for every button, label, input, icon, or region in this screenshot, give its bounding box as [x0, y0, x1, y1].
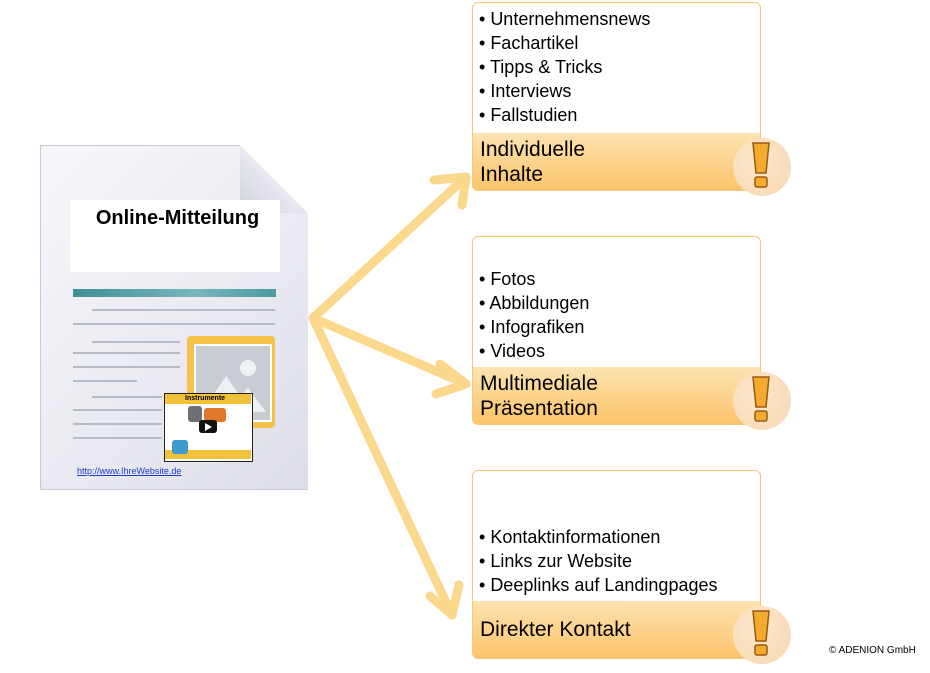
box-multimediale-praesentation: Fotos Abbildungen Infografiken Videos Mu…: [472, 236, 761, 425]
box-title: Individuelle Inhalte: [480, 137, 585, 187]
list-item: Infografiken: [479, 315, 589, 339]
list-item: Abbildungen: [479, 291, 589, 315]
doc-text-line: [92, 309, 275, 311]
arrow-head-inhalte: [429, 172, 471, 210]
exclamation-icon: [752, 610, 770, 656]
copyright-text: © ADENION GmbH: [829, 645, 916, 656]
puzzle-piece-icon: [172, 440, 188, 454]
arrow-to-kontakt: [308, 313, 457, 620]
doc-text-line: [92, 341, 180, 343]
document-title: Online-Mitteilung: [95, 207, 260, 229]
video-thumbnail-title: Instrumente: [165, 394, 251, 404]
doc-text-line: [73, 437, 162, 439]
box-title-line: Präsentation: [480, 397, 598, 420]
box-direkter-kontakt: Kontaktinformationen Links zur Website D…: [472, 470, 761, 659]
puzzle-piece-icon: [204, 408, 226, 422]
list-item: Deeplinks auf Landingpages: [479, 573, 717, 597]
doc-text-line: [73, 323, 275, 325]
bullet-list: Kontaktinformationen Links zur Website D…: [479, 525, 717, 597]
play-icon: [199, 420, 217, 433]
list-item: Fallstudien: [479, 103, 650, 127]
list-item: Kontaktinformationen: [479, 525, 717, 549]
box-title: Multimediale Präsentation: [480, 371, 598, 421]
arrow-to-praesentation: [308, 313, 471, 389]
doc-text-line: [73, 423, 162, 425]
list-item: Interviews: [479, 79, 650, 103]
arrow-head-kontakt: [425, 580, 464, 620]
doc-header-bar: [73, 289, 276, 297]
bullet-list: Fotos Abbildungen Infografiken Videos: [479, 267, 589, 363]
box-title: Direkter Kontakt: [480, 617, 631, 642]
video-thumbnail-footer: [165, 450, 251, 459]
list-item: Videos: [479, 339, 589, 363]
doc-text-line: [73, 366, 180, 368]
box-title-band: Multimediale Präsentation: [473, 367, 760, 424]
box-title-line: Inhalte: [480, 163, 544, 186]
puzzle-piece-icon: [188, 406, 202, 422]
list-item: Unternehmensnews: [479, 7, 650, 31]
arrow-to-inhalte: [308, 172, 471, 323]
list-item: Tipps & Tricks: [479, 55, 650, 79]
box-title-line: Multimediale: [480, 372, 598, 395]
doc-text-line: [73, 380, 137, 382]
box-title-line: Individuelle: [480, 138, 586, 161]
bullet-list: Unternehmensnews Fachartikel Tipps & Tri…: [479, 7, 650, 127]
list-item: Fotos: [479, 267, 589, 291]
box-title-band: Individuelle Inhalte: [473, 133, 760, 190]
doc-title-area: [70, 200, 280, 272]
list-item: Fachartikel: [479, 31, 650, 55]
box-title-band: Direkter Kontakt: [473, 601, 760, 658]
exclamation-icon: [752, 142, 770, 188]
doc-text-line: [73, 409, 162, 411]
doc-text-line: [73, 352, 180, 354]
doc-text-line: [92, 396, 162, 398]
website-link[interactable]: http://www.IhreWebsite.de: [77, 466, 182, 476]
exclamation-icon: [752, 376, 770, 422]
list-item: Links zur Website: [479, 549, 717, 573]
box-title-line: Direkter Kontakt: [480, 618, 631, 641]
arrow-head-praesentation: [431, 359, 471, 399]
box-individuelle-inhalte: Unternehmensnews Fachartikel Tipps & Tri…: [472, 2, 761, 191]
